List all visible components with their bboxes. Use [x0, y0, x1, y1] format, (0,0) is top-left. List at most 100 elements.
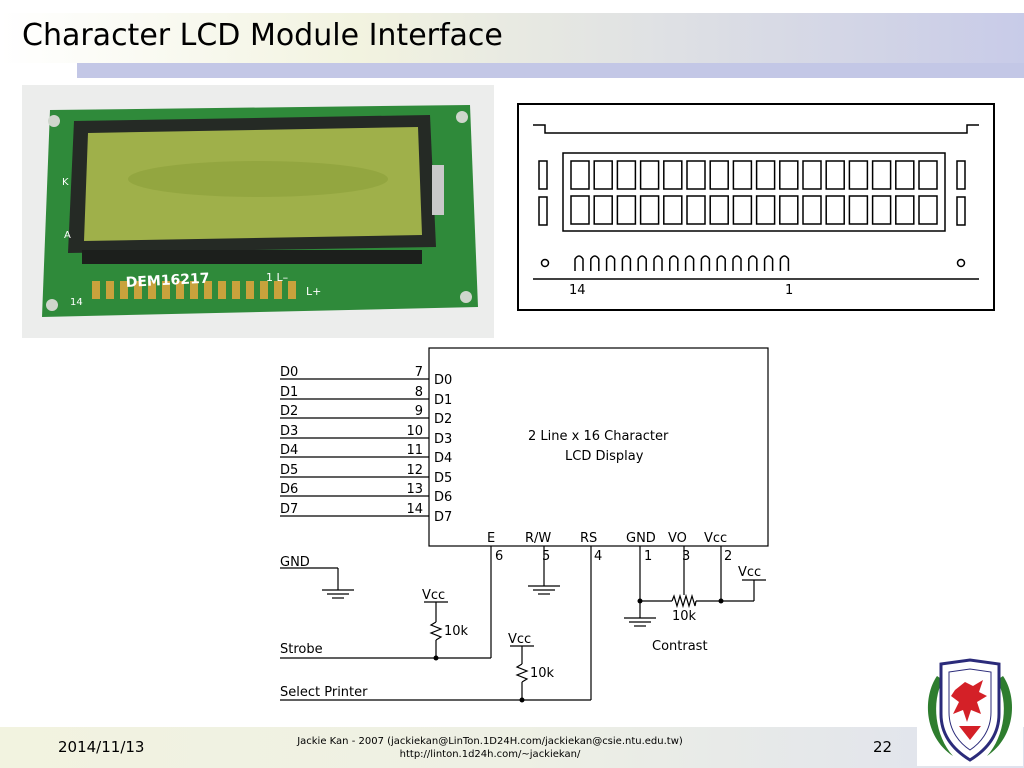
pin-number-8: 8: [415, 385, 423, 400]
character-cell: [709, 160, 729, 190]
vcc-label-strobe: Vcc: [422, 588, 445, 603]
character-cell: [732, 160, 753, 190]
pin-name-rs: RS: [580, 531, 597, 546]
outline-pin: [700, 255, 711, 271]
signal-d4: D4: [280, 443, 298, 458]
title-band: [0, 13, 1024, 63]
resistor-value-select: 10k: [530, 666, 555, 681]
character-cell: [918, 195, 938, 225]
outline-pin: [669, 255, 679, 271]
character-cell: [686, 160, 706, 190]
character-cell: [779, 160, 799, 190]
port-d7: D7: [434, 510, 452, 525]
character-cell: [686, 195, 706, 225]
pin-number-4: 4: [594, 549, 602, 564]
pin-number-5: 5: [542, 549, 550, 564]
pcb-label-k: K: [62, 177, 69, 188]
select-pullup-resistor: [515, 663, 529, 683]
outline-pin: [748, 255, 758, 271]
character-cell: [709, 195, 729, 225]
character-cell: [895, 195, 915, 225]
pin-number-3: 3: [682, 549, 690, 564]
footer-bar: [0, 727, 1024, 768]
outline-pin: [716, 255, 726, 271]
outline-pin: [684, 255, 695, 271]
crest-dragon-icon: [951, 680, 987, 722]
strobe-pullup-resistor: [429, 621, 443, 641]
select-printer-label: Select Printer: [280, 685, 368, 700]
character-cell: [663, 195, 683, 225]
signal-d2: D2: [280, 404, 298, 419]
page-number: 22: [873, 738, 893, 756]
character-cell: [616, 195, 637, 225]
footer-date: 2014/11/13: [58, 738, 145, 756]
module-marking: DEM16217: [125, 271, 210, 291]
character-cells: [570, 160, 938, 225]
character-cell: [616, 160, 637, 190]
outline-pin: [605, 255, 616, 271]
footer-credit-line1: Jackie Kan - 2007 (jackiekan@LinTon.1D24…: [297, 736, 683, 747]
university-crest-logo: [917, 656, 1023, 766]
outline-pin-row: [574, 255, 790, 271]
character-cell: [848, 195, 869, 225]
character-cell: [570, 160, 590, 190]
character-cell: [639, 160, 660, 190]
signal-d0: D0: [280, 365, 298, 380]
character-cell: [570, 195, 590, 225]
character-cell: [825, 160, 845, 190]
outline-pin: [574, 255, 584, 271]
port-d6: D6: [434, 490, 452, 505]
pcb-label-a: A: [64, 230, 71, 241]
character-cell: [871, 160, 892, 190]
character-cell: [802, 160, 822, 190]
character-cell: [825, 195, 845, 225]
character-cell: [779, 195, 799, 225]
vcc-label-select: Vcc: [508, 632, 531, 647]
outline-pin: [621, 255, 632, 271]
pcb-label-1l: 1 L–: [266, 271, 288, 284]
port-d1: D1: [434, 393, 452, 408]
character-cell: [802, 195, 822, 225]
pin-name-vo: VO: [668, 531, 687, 546]
character-cell: [755, 195, 776, 225]
strobe-label: Strobe: [280, 642, 323, 657]
signal-d7: D7: [280, 502, 298, 517]
contrast-potentiometer: [671, 593, 697, 609]
pin-name-vcc: Vcc: [704, 531, 727, 546]
display-window: [562, 152, 946, 232]
character-cell: [755, 160, 776, 190]
contrast-label: Contrast: [652, 639, 708, 654]
outline-pin: [732, 255, 742, 271]
pcb-label-lplus: L+: [306, 285, 321, 298]
slide-title: Character LCD Module Interface: [22, 18, 503, 53]
outline-pin-1-label: 1: [785, 283, 793, 298]
outline-pin: [763, 255, 774, 271]
interface-schematic: 2 Line x 16 Character LCD Display D0 D1 …: [280, 347, 769, 703]
footer-credit: Jackie Kan - 2007 (jackiekan@LinTon.1D24…: [240, 735, 740, 761]
title-underline-bar: [77, 63, 1024, 78]
outline-pin: [779, 255, 790, 271]
pin-number-13: 13: [406, 482, 423, 497]
port-d4: D4: [434, 451, 452, 466]
display-label-line2: LCD Display: [565, 449, 644, 464]
port-d0: D0: [434, 373, 452, 388]
pin-name-e: E: [487, 531, 495, 546]
lcd-outline-drawing: 14 1: [517, 103, 995, 311]
character-cell: [663, 160, 683, 190]
pin-number-14: 14: [406, 502, 423, 517]
outline-pin: [590, 255, 600, 271]
display-label-line1: 2 Line x 16 Character: [528, 429, 669, 444]
character-cell: [593, 160, 613, 190]
signal-d3: D3: [280, 424, 298, 439]
pin-number-2: 2: [724, 549, 732, 564]
signal-d6: D6: [280, 482, 298, 497]
resistor-value-contrast: 10k: [672, 609, 697, 624]
pin-name-rw: R/W: [525, 531, 551, 546]
lcd-display-block: [428, 347, 769, 547]
character-cell: [895, 160, 915, 190]
outline-pin: [653, 255, 663, 271]
pin-number-12: 12: [406, 463, 423, 478]
character-cell: [593, 195, 613, 225]
pin-number-6: 6: [495, 549, 503, 564]
port-d2: D2: [434, 412, 452, 427]
